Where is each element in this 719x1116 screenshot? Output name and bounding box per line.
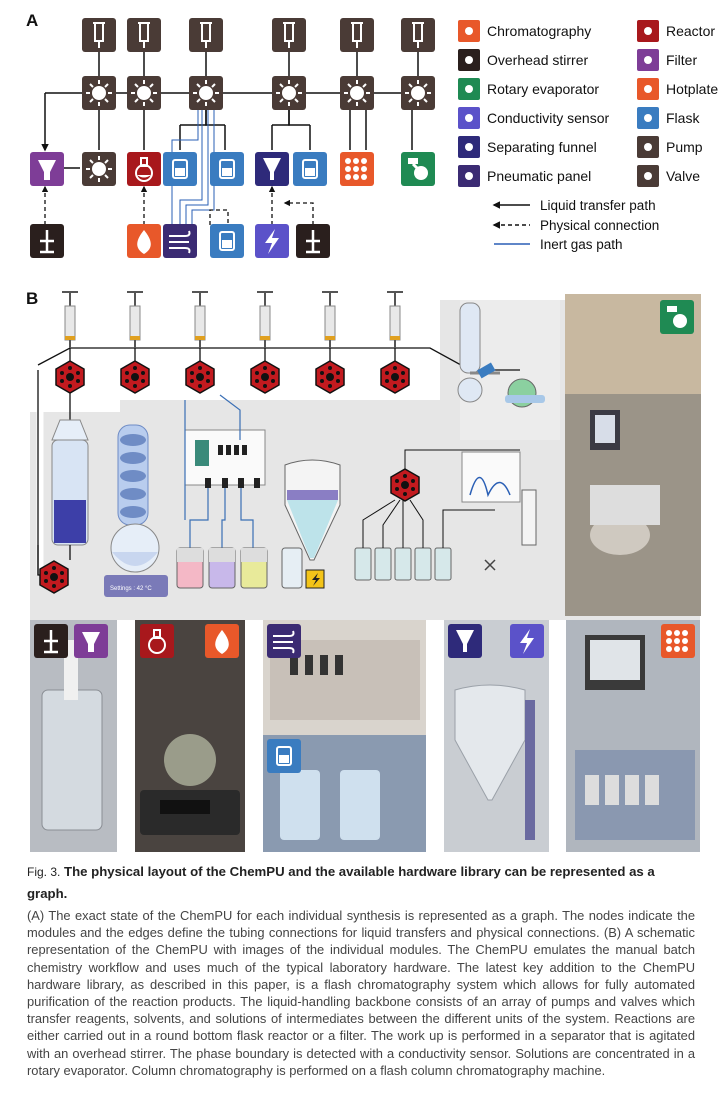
photo-pneumatic (263, 620, 426, 852)
legend-icon-2 (465, 85, 473, 93)
legend-label-1: Overhead stirrer (487, 52, 588, 68)
legend-icon-1 (465, 56, 473, 64)
caption-body: (A) The exact state of the ChemPU for ea… (27, 908, 695, 1078)
photo-filter (30, 620, 117, 852)
photo-separator (444, 620, 549, 852)
legend-icon-10 (644, 143, 652, 151)
panel-a-label: A (26, 11, 38, 30)
caption-fig-label: Fig. 3. (27, 865, 61, 879)
legend-label-11: Valve (666, 168, 700, 184)
panel-b-label: B (26, 289, 38, 308)
legend-icon-3 (465, 114, 473, 122)
legend-icon-9 (644, 114, 652, 122)
caption-title-line: Fig. 3. The physical layout of the ChemP… (27, 861, 695, 904)
photo-chromatography (566, 620, 700, 852)
legend-label-3: Conductivity sensor (487, 110, 610, 126)
legend-label-0: Chromatography (487, 23, 591, 39)
legend-label-10: Pump (666, 139, 703, 155)
legend-icon-5 (465, 172, 473, 180)
legend-label-6: Reactor (666, 23, 715, 39)
legend-icon-8 (644, 85, 652, 93)
photo-reactor (135, 620, 245, 852)
legend-icon-6 (644, 27, 652, 35)
hotplate-readout: Settings : 42 °C (110, 586, 152, 592)
legend-line-physical: Physical connection (540, 218, 659, 233)
caption-title: The physical layout of the ChemPU and th… (27, 864, 655, 901)
legend-lines: Liquid transfer path Physical connection… (492, 198, 659, 252)
legend-icon-7 (644, 56, 652, 64)
legend-label-2: Rotary evaporator (487, 81, 599, 97)
figure: A (26, 11, 718, 852)
legend-label-5: Pneumatic panel (487, 168, 591, 184)
legend-line-liquid: Liquid transfer path (540, 198, 656, 213)
legend-label-9: Flask (666, 110, 700, 126)
figure-caption: Fig. 3. The physical layout of the ChemP… (27, 861, 695, 1079)
panel-a-graph (28, 17, 436, 260)
legend-label-8: Hotplate (666, 81, 718, 97)
legend-icon-0 (465, 27, 473, 35)
legend-label-4: Separating funnel (487, 139, 597, 155)
legend-label-7: Filter (666, 52, 697, 68)
legend-icon-4 (465, 143, 473, 151)
legend-icon-11 (644, 172, 652, 180)
panel-b-schematic: Settings : 42 °C (30, 291, 701, 852)
legend-line-inert-gas: Inert gas path (540, 237, 623, 252)
